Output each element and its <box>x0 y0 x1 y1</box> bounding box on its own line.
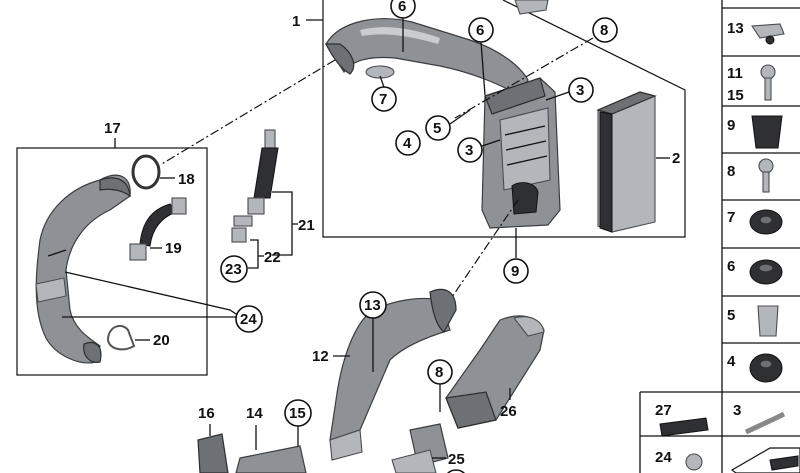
svg-text:18: 18 <box>178 171 195 188</box>
svg-text:13: 13 <box>364 297 381 314</box>
callout-26: 26 <box>500 388 517 420</box>
svg-text:6: 6 <box>727 258 735 275</box>
svg-text:19: 19 <box>165 240 182 257</box>
svg-text:11: 11 <box>727 65 743 82</box>
svg-text:21: 21 <box>298 217 315 234</box>
leader-24 <box>64 271 243 319</box>
svg-text:5: 5 <box>433 120 441 137</box>
callout-22-bracket: 22 <box>248 239 281 269</box>
callout-1: 1 <box>292 13 300 30</box>
svg-text:4: 4 <box>727 353 736 370</box>
hose-clamp-part <box>131 154 161 190</box>
callout-2: 2 <box>656 150 680 167</box>
legend-row-3: 3 <box>733 402 786 435</box>
svg-text:26: 26 <box>500 403 517 420</box>
legend-row-9: 9 <box>727 115 783 149</box>
svg-text:17: 17 <box>104 120 121 137</box>
bracket-25-part <box>391 423 449 473</box>
legend-row-13: 13 <box>727 20 785 45</box>
legend-row-7: 7 <box>727 209 783 235</box>
small-hose-part <box>129 197 187 261</box>
svg-text:5: 5 <box>727 307 735 324</box>
filter-element-part <box>596 91 657 233</box>
svg-text:16: 16 <box>198 405 215 422</box>
svg-text:8: 8 <box>435 364 443 381</box>
svg-text:3: 3 <box>576 82 584 99</box>
callout-23: 23 <box>220 255 248 283</box>
svg-text:3: 3 <box>733 402 741 419</box>
svg-text:8: 8 <box>600 22 608 39</box>
legend-row-5: 5 <box>727 305 779 337</box>
legend-row-24: 24 <box>655 449 703 471</box>
legend-row-11-15: 11 15 <box>727 64 776 104</box>
leader-duct-to-hose <box>159 59 336 166</box>
svg-text:1: 1 <box>292 13 300 30</box>
svg-text:3: 3 <box>465 142 473 159</box>
svg-text:9: 9 <box>727 117 735 134</box>
top-clip-part <box>514 0 549 15</box>
callout-5: 5 <box>425 109 471 141</box>
callout-8b: 8 <box>427 359 453 412</box>
svg-text:8: 8 <box>727 163 735 180</box>
callout-9: 9 <box>503 228 529 284</box>
svg-text:6: 6 <box>398 0 406 15</box>
callout-24: 24 <box>235 305 263 333</box>
svg-text:13: 13 <box>727 20 744 37</box>
svg-text:25: 25 <box>448 451 465 468</box>
filter-housing-part <box>481 77 561 229</box>
svg-text:12: 12 <box>312 348 329 365</box>
svg-text:14: 14 <box>246 405 263 422</box>
vacuum-hose-part <box>231 129 279 243</box>
svg-text:6: 6 <box>476 22 484 39</box>
legend-row-8: 8 <box>727 158 774 193</box>
legend-strip <box>639 0 800 473</box>
callout-3a: 3 <box>545 77 594 103</box>
svg-text:15: 15 <box>289 405 306 422</box>
callout-13: 13 <box>359 291 387 372</box>
legend-row-6: 6 <box>727 258 783 285</box>
intake-duct-part <box>325 18 529 97</box>
svg-text:15: 15 <box>727 87 744 104</box>
callout-20: 20 <box>135 332 170 349</box>
legend-row-27: 27 <box>655 402 709 437</box>
callout-21-bracket: 21 <box>272 191 315 256</box>
clip-part <box>106 324 136 351</box>
svg-text:24: 24 <box>655 449 672 466</box>
svg-text:23: 23 <box>225 261 242 278</box>
leader-housing-to-duct12 <box>449 199 519 301</box>
callout-12: 12 <box>312 348 350 365</box>
callout-25: 25 <box>432 451 466 473</box>
legend-row-4: 4 <box>727 353 783 383</box>
assembly-frame <box>306 0 686 238</box>
callout-3b: 3 <box>457 137 501 163</box>
callout-6b: 6 <box>468 17 494 96</box>
subassembly-frame-17: 17 <box>16 120 208 376</box>
svg-text:24: 24 <box>240 311 257 328</box>
duct-26-part <box>445 315 545 429</box>
callout-4: 4 <box>395 130 421 156</box>
curved-hose-part <box>35 174 131 364</box>
svg-text:4: 4 <box>403 135 412 152</box>
svg-text:9: 9 <box>511 263 519 280</box>
legend-row-generic-part <box>730 447 800 473</box>
svg-text:22: 22 <box>264 249 281 266</box>
part-14: 14 <box>235 405 307 473</box>
svg-text:2: 2 <box>672 150 680 167</box>
svg-text:20: 20 <box>153 332 170 349</box>
callout-8a: 8 <box>454 17 618 119</box>
svg-text:27: 27 <box>655 402 672 419</box>
duct-12-part <box>329 288 457 461</box>
callout-19: 19 <box>150 240 182 257</box>
callout-18: 18 <box>160 171 195 188</box>
callout-15: 15 <box>284 399 312 446</box>
part-16: 16 <box>197 405 229 473</box>
svg-text:7: 7 <box>727 209 735 226</box>
svg-text:7: 7 <box>379 91 387 108</box>
callout-7: 7 <box>371 75 397 112</box>
callout-6a: 6 <box>390 0 416 52</box>
